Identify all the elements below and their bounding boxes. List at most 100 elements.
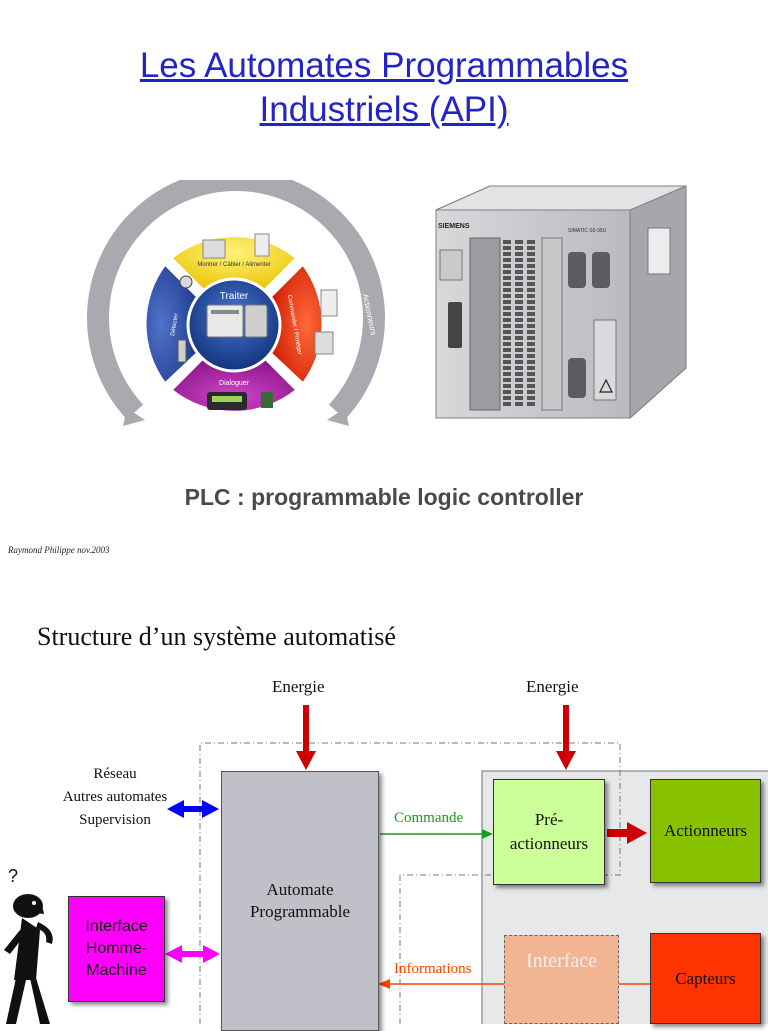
automate-line-1: Automate: [266, 880, 334, 899]
terminal-pin: [503, 330, 511, 334]
terminal-pin: [503, 294, 511, 298]
person-figure-icon: [4, 894, 53, 1024]
title-line-2[interactable]: Industriels (API): [259, 90, 509, 129]
terminal-pin: [515, 402, 523, 406]
terminal-pin: [503, 348, 511, 352]
terminal-pin: [515, 390, 523, 394]
label-left: Détecter: [170, 313, 180, 336]
connector-2: [568, 358, 586, 398]
terminal-pin: [527, 366, 535, 370]
terminal-pin: [503, 390, 511, 394]
siemens-plc-image: SIEMENS SIMATIC S5-95U: [435, 185, 687, 420]
terminal-pin: [503, 366, 511, 370]
sensors-box[interactable]: Capteurs: [650, 933, 761, 1024]
terminal-pin: [515, 306, 523, 310]
preact-line-2: actionneurs: [509, 834, 589, 853]
terminal-pin: [515, 276, 523, 280]
terminal-pin: [503, 252, 511, 256]
terminal-pin: [503, 276, 511, 280]
connector-1: [568, 252, 586, 288]
power-supply-icon: [202, 239, 226, 259]
commande-arrow: [380, 829, 493, 839]
command-part-outline: [199, 742, 621, 1024]
terminal-pin: [515, 240, 523, 244]
terminal-pin: [527, 348, 535, 352]
terminal-pin: [527, 402, 535, 406]
preact-line-1: Pré-: [534, 810, 564, 829]
terminal-pin: [503, 264, 511, 268]
terminal-pin: [503, 378, 511, 382]
terminal-pin: [515, 288, 523, 292]
contactor-icon: [320, 289, 338, 317]
terminal-pin: [503, 306, 511, 310]
terminal-pin: [503, 336, 511, 340]
terminal-pin: [503, 318, 511, 322]
terminal-pin: [527, 246, 535, 250]
terminal-pin: [503, 354, 511, 358]
plc-brand: SIEMENS: [438, 223, 470, 230]
terminal-pin: [527, 342, 535, 346]
actuators-box[interactable]: Actionneurs: [650, 779, 761, 883]
preact-to-actuator-arrow: [607, 822, 647, 844]
preactuators-box[interactable]: Pré- actionneurs: [493, 779, 605, 885]
terminal-pin: [527, 300, 535, 304]
terminal-pin: [515, 258, 523, 262]
hmi-arrow: [165, 945, 220, 963]
terminal-pin: [527, 288, 535, 292]
terminal-pin: [503, 396, 511, 400]
terminal-pin: [527, 258, 535, 262]
terminal-pin: [503, 324, 511, 328]
title-line-1[interactable]: Les Automates Programmables: [139, 46, 629, 85]
hmi-line-2: Homme-: [85, 940, 148, 957]
slide-title[interactable]: Les Automates Programmables Industriels …: [0, 44, 768, 132]
terminal-pin: [527, 330, 535, 334]
battery-slot: [448, 302, 462, 348]
terminal-pin: [515, 318, 523, 322]
terminal-pin: [515, 354, 523, 358]
terminal-pin: [515, 282, 523, 286]
terminal-pin: [527, 318, 535, 322]
terminal-pin: [503, 240, 511, 244]
terminal-pin: [527, 378, 535, 382]
terminal-pin: [515, 312, 523, 316]
terminal-pin: [503, 300, 511, 304]
network-line-3: Supervision: [79, 812, 151, 828]
terminal-pin: [515, 342, 523, 346]
energie-label-left: Energie: [272, 677, 325, 696]
interface-box[interactable]: Interface: [504, 935, 619, 1024]
question-mark: ?: [8, 866, 19, 886]
terminal-pin: [527, 252, 535, 256]
terminal-pin: [503, 372, 511, 376]
plc-subtitle: PLC : programmable logic controller: [184, 484, 584, 510]
terminal-pin: [503, 342, 511, 346]
terminal-pin: [527, 306, 535, 310]
structure-title: Structure d’un système automatisé: [37, 622, 396, 651]
terminal-pin: [503, 288, 511, 292]
network-line-1: Réseau: [93, 766, 137, 782]
informations-label: Informations: [394, 961, 472, 977]
terminal-pin: [503, 360, 511, 364]
terminal-pin: [515, 360, 523, 364]
terminal-pin: [515, 324, 523, 328]
terminal-pin: [527, 336, 535, 340]
network-arrow: [167, 800, 219, 818]
energy-arrow-left: [296, 705, 316, 770]
terminal-pin: [527, 264, 535, 268]
terminal-pin: [515, 300, 523, 304]
label-top: Montrer / Câbler / Alimenter: [197, 262, 270, 268]
io-terminal-block: [503, 240, 535, 406]
hmi-box[interactable]: Interface Homme- Machine: [68, 896, 165, 1002]
plc-icon: [206, 304, 244, 338]
sensor-icon: [179, 275, 193, 289]
label-outer: Machine ou installation: [191, 199, 278, 221]
terminal-pin: [527, 324, 535, 328]
terminal-pin: [527, 294, 535, 298]
automate-box[interactable]: Automate Programmable: [221, 771, 379, 1031]
network-label: Réseau Autres automates Supervision: [20, 763, 210, 832]
label-center: Traiter: [220, 291, 249, 302]
author-credit: Raymond Philippe nov.2003: [8, 545, 110, 555]
terminal-pin: [515, 264, 523, 268]
terminal-pin: [527, 270, 535, 274]
terminal-pin: [503, 402, 511, 406]
commande-label: Commande: [394, 810, 464, 826]
